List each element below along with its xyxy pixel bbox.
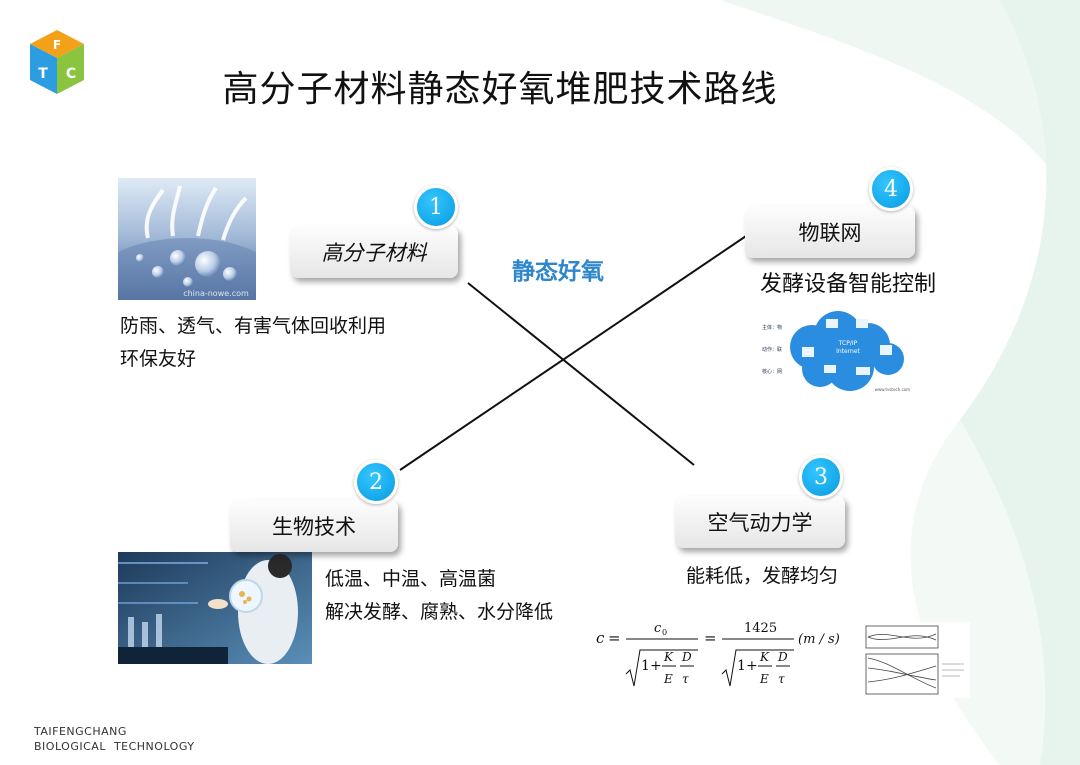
formula-k-a: K (663, 650, 674, 664)
logo-letter-c: C (66, 66, 76, 82)
formula-c0: c (654, 621, 662, 636)
svg-text:+: + (650, 658, 662, 674)
iot-side-label-1: 主体：物 (762, 324, 782, 331)
node-label-biotech: 生物技术 (272, 515, 356, 539)
node-desc-iot-line-1: 发酵设备智能控制 (760, 272, 937, 297)
logo-letter-f: F (53, 38, 61, 52)
node-badge-3: 3 (799, 455, 843, 499)
formula-e-a: E (663, 672, 673, 686)
node-card-polymer: 高分子材料 (290, 226, 458, 278)
iot-center-text-1: TCP/IP (838, 340, 858, 347)
node-card-biotech: 生物技术 (230, 500, 398, 552)
svg-text:+: + (746, 658, 758, 674)
airflow-graph-image (860, 622, 970, 698)
formula-c0-sub: 0 (662, 628, 667, 637)
svg-text:=: = (608, 629, 621, 647)
node-desc-polymer-line-1: 防雨、透气、有害气体回收利用 (120, 315, 387, 337)
connector-line-1-3 (467, 282, 695, 466)
node-label-polymer: 高分子材料 (321, 241, 427, 265)
formula-one-a: 1 (641, 658, 650, 674)
node-desc-polymer-line-2: 环保友好 (120, 348, 197, 370)
node-label-iot: 物联网 (798, 221, 862, 245)
formula-d-a: D (681, 650, 692, 664)
node-desc-biotech: 低温、中温、高温菌 解决发酵、腐熟、水分降低 (325, 563, 553, 629)
center-label: 静态好氧 (512, 259, 604, 285)
formula-tau-b: τ (778, 672, 785, 686)
node-card-aerodynamics: 空气动力学 (675, 496, 845, 548)
node-desc-aerodynamics-line-1: 能耗低，发酵均匀 (686, 565, 839, 587)
footer-line-2: BIOLOGICAL TECHNOLOGY (34, 740, 195, 753)
iot-center-text-2: Internet (836, 348, 860, 355)
node-desc-biotech-line-2: 解决发酵、腐熟、水分降低 (325, 601, 554, 623)
node-desc-aerodynamics: 能耗低，发酵均匀 (686, 560, 838, 593)
iot-watermark: www.tvstech.com (875, 387, 910, 392)
node-badge-4: 4 (869, 167, 913, 211)
formula-tau-a: τ (682, 672, 689, 686)
node-desc-polymer: 防雨、透气、有害气体回收利用 环保友好 (120, 310, 386, 376)
ftc-logo: F T C (30, 30, 84, 94)
footer-brand: TAIFENGCHANG BIOLOGICAL TECHNOLOGY (34, 724, 195, 754)
lab-scientist-image (118, 552, 312, 664)
svg-text:=: = (704, 629, 717, 647)
iot-cloud-image: TCP/IP Internet 主体：物 动作：联 核心：网 www.tvste… (762, 311, 910, 392)
formula-d-b: D (777, 650, 788, 664)
iot-side-label-3: 核心：网 (762, 368, 782, 375)
iot-side-label-2: 动作：联 (762, 346, 782, 353)
airflow-formula: c = c 0 1 + K E D τ = 1425 1 + K E D τ (… (596, 621, 840, 687)
formula-e-b: E (759, 672, 769, 686)
node-badge-2: 2 (354, 460, 398, 504)
node-badge-1: 1 (414, 185, 458, 229)
footer-line-1: TAIFENGCHANG (34, 725, 127, 738)
water-droplet-image: china-nowe.com (118, 178, 256, 300)
formula-k-b: K (759, 650, 770, 664)
node-label-aerodynamics: 空气动力学 (707, 511, 813, 535)
formula-one-b: 1 (737, 658, 746, 674)
water-image-watermark: china-nowe.com (183, 289, 249, 298)
node-desc-biotech-line-1: 低温、中温、高温菌 (325, 568, 497, 590)
formula-numerator: 1425 (744, 621, 777, 636)
connector-line-2-4 (399, 231, 753, 471)
logo-letter-t: T (38, 66, 48, 82)
formula-unit: (m / s) (798, 632, 840, 647)
node-card-iot: 物联网 (745, 206, 915, 258)
page-title: 高分子材料静态好氧堆肥技术路线 (222, 69, 778, 110)
formula-lhs: c (596, 629, 605, 647)
node-desc-iot: 发酵设备智能控制 (760, 268, 936, 301)
